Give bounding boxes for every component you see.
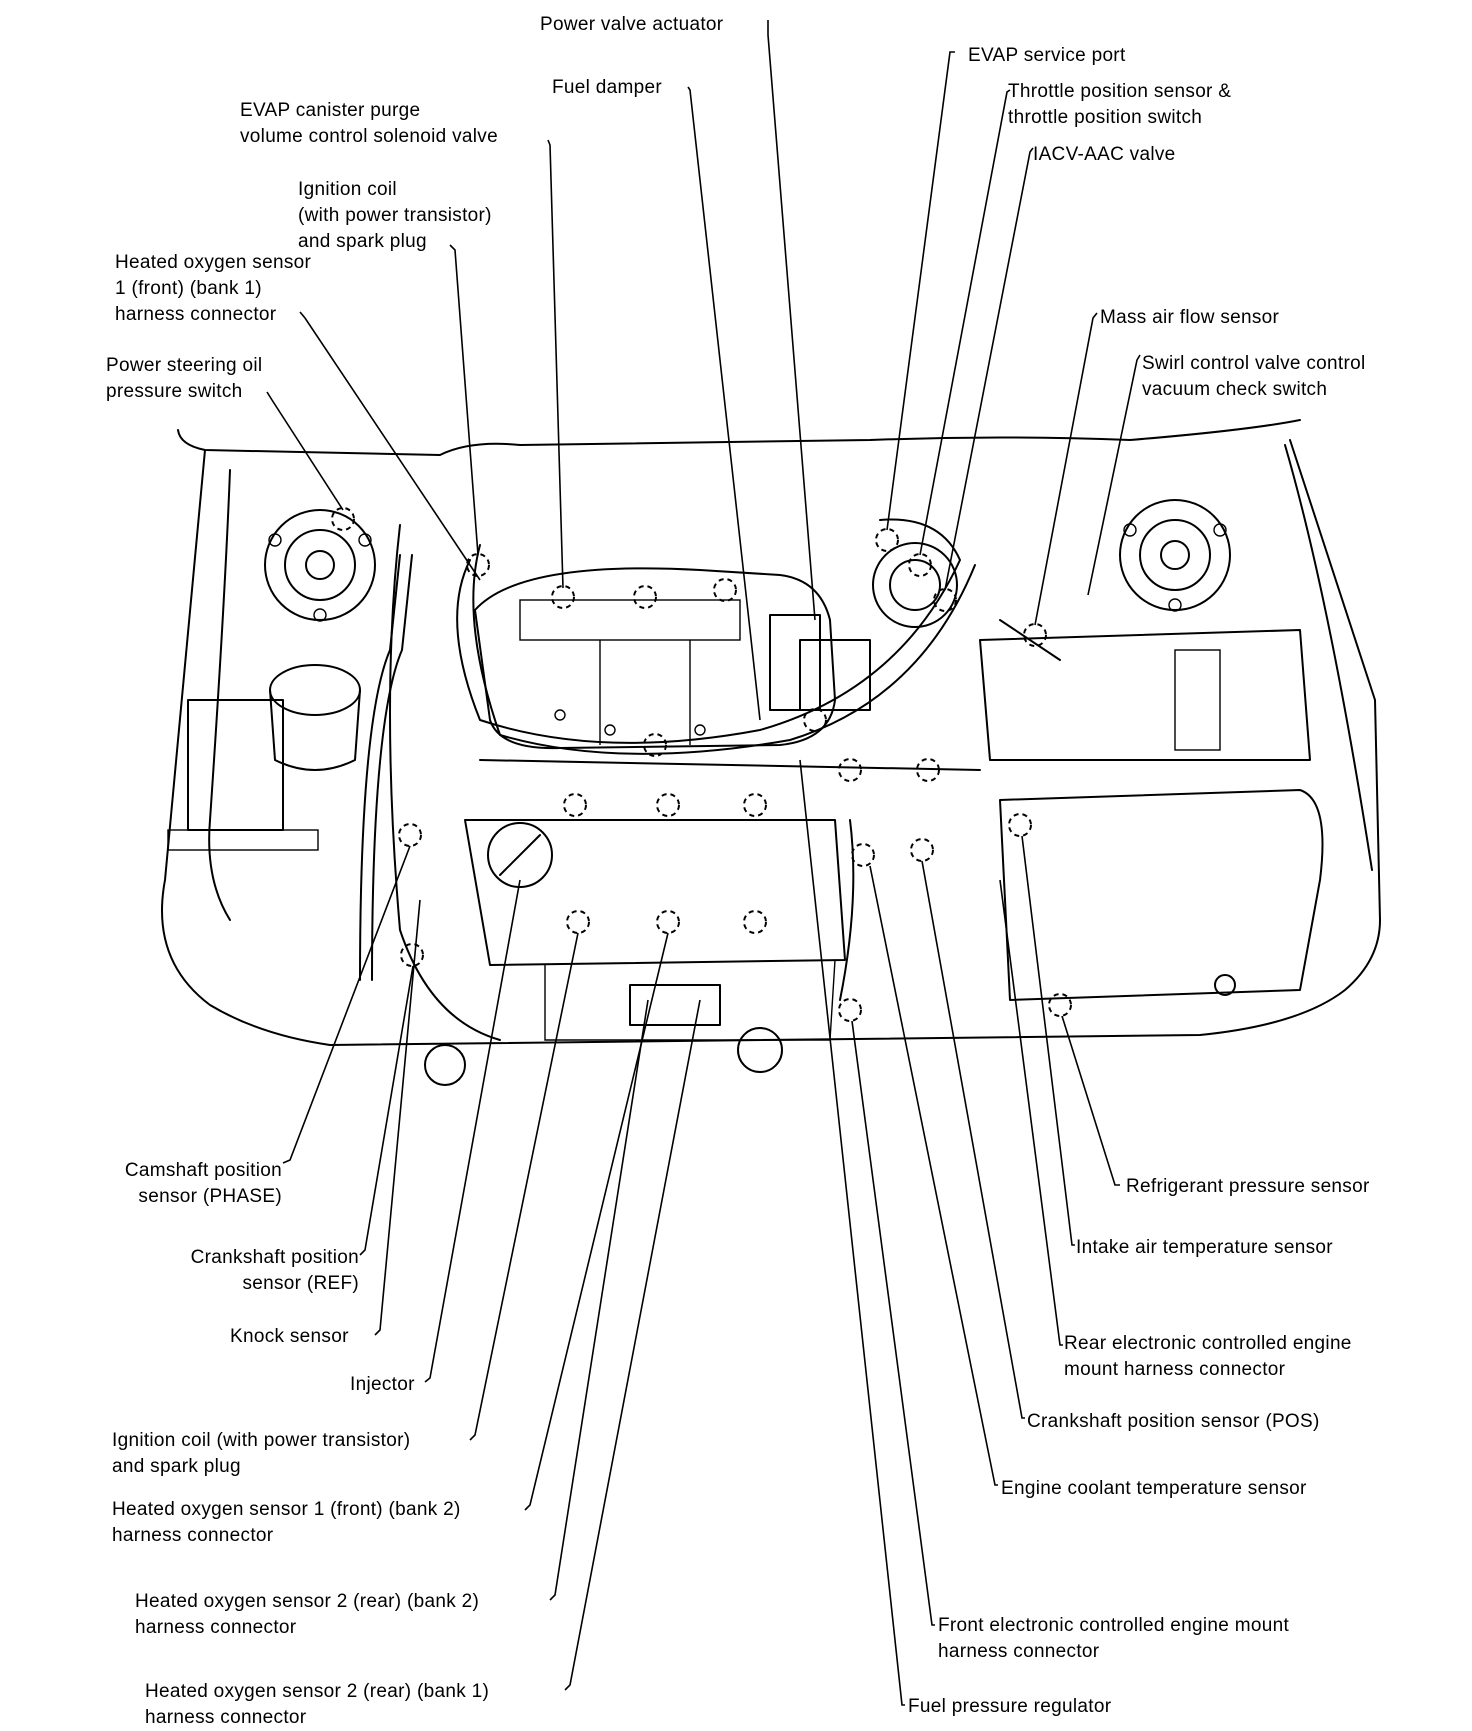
throttle-body bbox=[769, 542, 958, 711]
label-fuel-damper: Fuel damper bbox=[552, 77, 662, 98]
intake-collector bbox=[474, 567, 836, 750]
label-ho2s1-bank2-connector: Heated oxygen sensor 1 (front) (bank 2)h… bbox=[112, 1499, 461, 1546]
right-strut-tower bbox=[1119, 499, 1231, 612]
cylinder-head bbox=[464, 819, 846, 1041]
label-throttle-position-sensor: Throttle position sensor &throttle posit… bbox=[1008, 81, 1232, 128]
label-injector: Injector bbox=[350, 1374, 415, 1395]
label-evap-service-port: EVAP service port bbox=[968, 45, 1126, 66]
label-intake-air-temperature-sensor: Intake air temperature sensor bbox=[1076, 1237, 1333, 1258]
label-mass-air-flow-sensor: Mass air flow sensor bbox=[1100, 307, 1280, 328]
label-fuel-pressure-regulator: Fuel pressure regulator bbox=[908, 1696, 1112, 1717]
label-front-engine-mount-connector: Front electronic controlled engine mount… bbox=[938, 1615, 1290, 1662]
relay-box bbox=[167, 699, 319, 851]
label-crankshaft-position-sensor-pos: Crankshaft position sensor (POS) bbox=[1027, 1411, 1320, 1432]
reservoir bbox=[269, 664, 361, 771]
hoses bbox=[359, 554, 1061, 1001]
label-ho2s2-bank1-connector: Heated oxygen sensor 2 (rear) (bank 1)ha… bbox=[145, 1681, 490, 1728]
label-knock-sensor: Knock sensor bbox=[230, 1326, 349, 1347]
leader-lines bbox=[266, 20, 1141, 1706]
label-power-valve-actuator: Power valve actuator bbox=[540, 14, 724, 35]
vehicle-body-outline bbox=[161, 419, 1381, 1046]
label-ignition-coil-top: Ignition coil(with power transistor)and … bbox=[298, 179, 492, 252]
label-refrigerant-pressure-sensor: Refrigerant pressure sensor bbox=[1126, 1176, 1370, 1197]
front-mounts bbox=[424, 984, 783, 1086]
battery bbox=[999, 789, 1324, 1001]
label-ignition-coil-bottom: Ignition coil (with power transistor)and… bbox=[112, 1430, 411, 1477]
label-iacv-aac-valve: IACV-AAC valve bbox=[1033, 144, 1176, 165]
component-location-markers bbox=[331, 507, 1072, 1022]
label-engine-coolant-temperature-sensor: Engine coolant temperature sensor bbox=[1001, 1478, 1307, 1499]
left-strut-tower bbox=[264, 509, 376, 622]
label-ho2s2-bank2-connector: Heated oxygen sensor 2 (rear) (bank 2)ha… bbox=[135, 1591, 480, 1638]
air-cleaner bbox=[979, 629, 1311, 761]
